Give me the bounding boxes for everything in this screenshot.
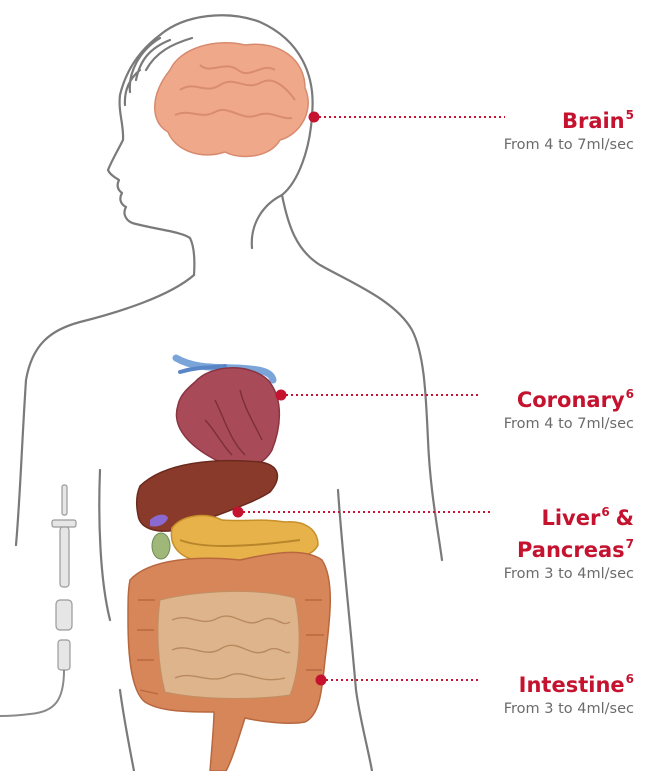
callout-brain: Brain5 From 4 to 7ml/sec [504,102,634,156]
intestine-icon [128,552,330,771]
ampersand: & [616,506,634,530]
brain-reference: 5 [626,108,634,122]
intestine-flow-rate: From 3 to 4ml/sec [504,698,634,720]
brain-label: Brain5 [504,102,634,134]
pancreas-label: Pancreas7 [504,531,634,563]
intestine-label: Intestine6 [504,666,634,698]
intestine-reference: 6 [626,672,634,686]
brain-flow-rate: From 4 to 7ml/sec [504,134,634,156]
coronary-flow-rate: From 4 to 7ml/sec [504,413,634,435]
liver-reference: 6 [601,505,609,519]
pancreas-reference: 7 [626,537,634,551]
heart-icon [176,358,279,467]
liver-label: Liver6& [504,499,634,531]
liver-pancreas-flow-rate: From 3 to 4ml/sec [504,563,634,585]
callout-coronary: Coronary6 From 4 to 7ml/sec [504,381,634,435]
callout-liver-pancreas: Liver6& Pancreas7 From 3 to 4ml/sec [504,499,634,585]
coronary-label: Coronary6 [504,381,634,413]
catheter-icon [0,485,76,716]
coronary-reference: 6 [626,387,634,401]
callout-intestine: Intestine6 From 3 to 4ml/sec [504,666,634,720]
brain-icon [155,43,308,157]
